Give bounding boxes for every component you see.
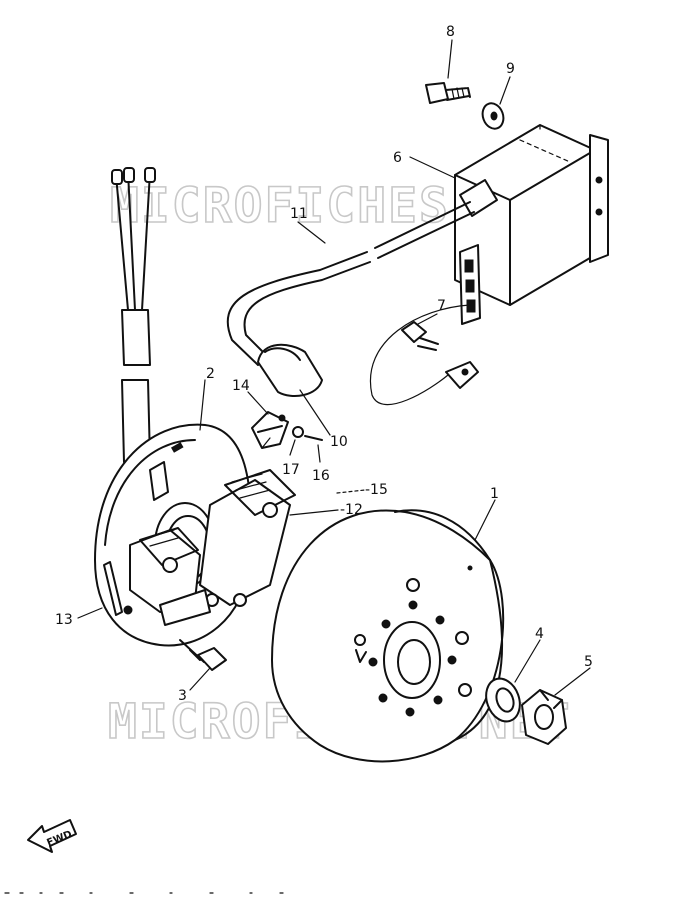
callout-10: 10 [330,434,348,450]
wire-harness [111,167,156,463]
callouts: 8 9 6 11 7 2 14 10 17 16 -15 -12 1 13 4 … [55,24,593,704]
flywheel-holes [354,578,472,717]
callout-17: 17 [282,462,300,478]
callout-8: 8 [446,24,455,40]
callout-9: 9 [506,61,515,77]
fwd-arrow: FWD [27,819,77,853]
part-10-plug-cap [257,343,323,397]
callout-1: 1 [490,486,499,502]
callout-11: 11 [290,206,308,222]
callout-16: 16 [312,468,330,484]
part-6-cdi-unit [454,124,609,325]
callout-15: -15 [365,482,388,498]
part-7-ground-screw [369,304,479,406]
callout-14: 14 [232,378,250,394]
callout-3: 3 [178,688,187,704]
callout-4: 4 [535,626,544,642]
part-14-pickup-coil [251,411,323,449]
part-1-flywheel [271,509,505,763]
part-8-bolt [425,82,471,104]
part-4-washer [485,677,521,723]
callout-13: 13 [55,612,73,628]
callout-6: 6 [393,150,402,166]
callout-5: 5 [584,654,593,670]
part-11-high-tension-lead [226,201,475,366]
callout-12: -12 [340,502,363,518]
part-9-washer [481,102,505,130]
callout-2: 2 [206,366,215,382]
part-5-nut [521,689,567,745]
leader-lines [77,39,591,696]
part-12-15-coils [129,469,296,626]
callout-7: 7 [437,298,446,314]
part-3-screw [179,639,227,671]
